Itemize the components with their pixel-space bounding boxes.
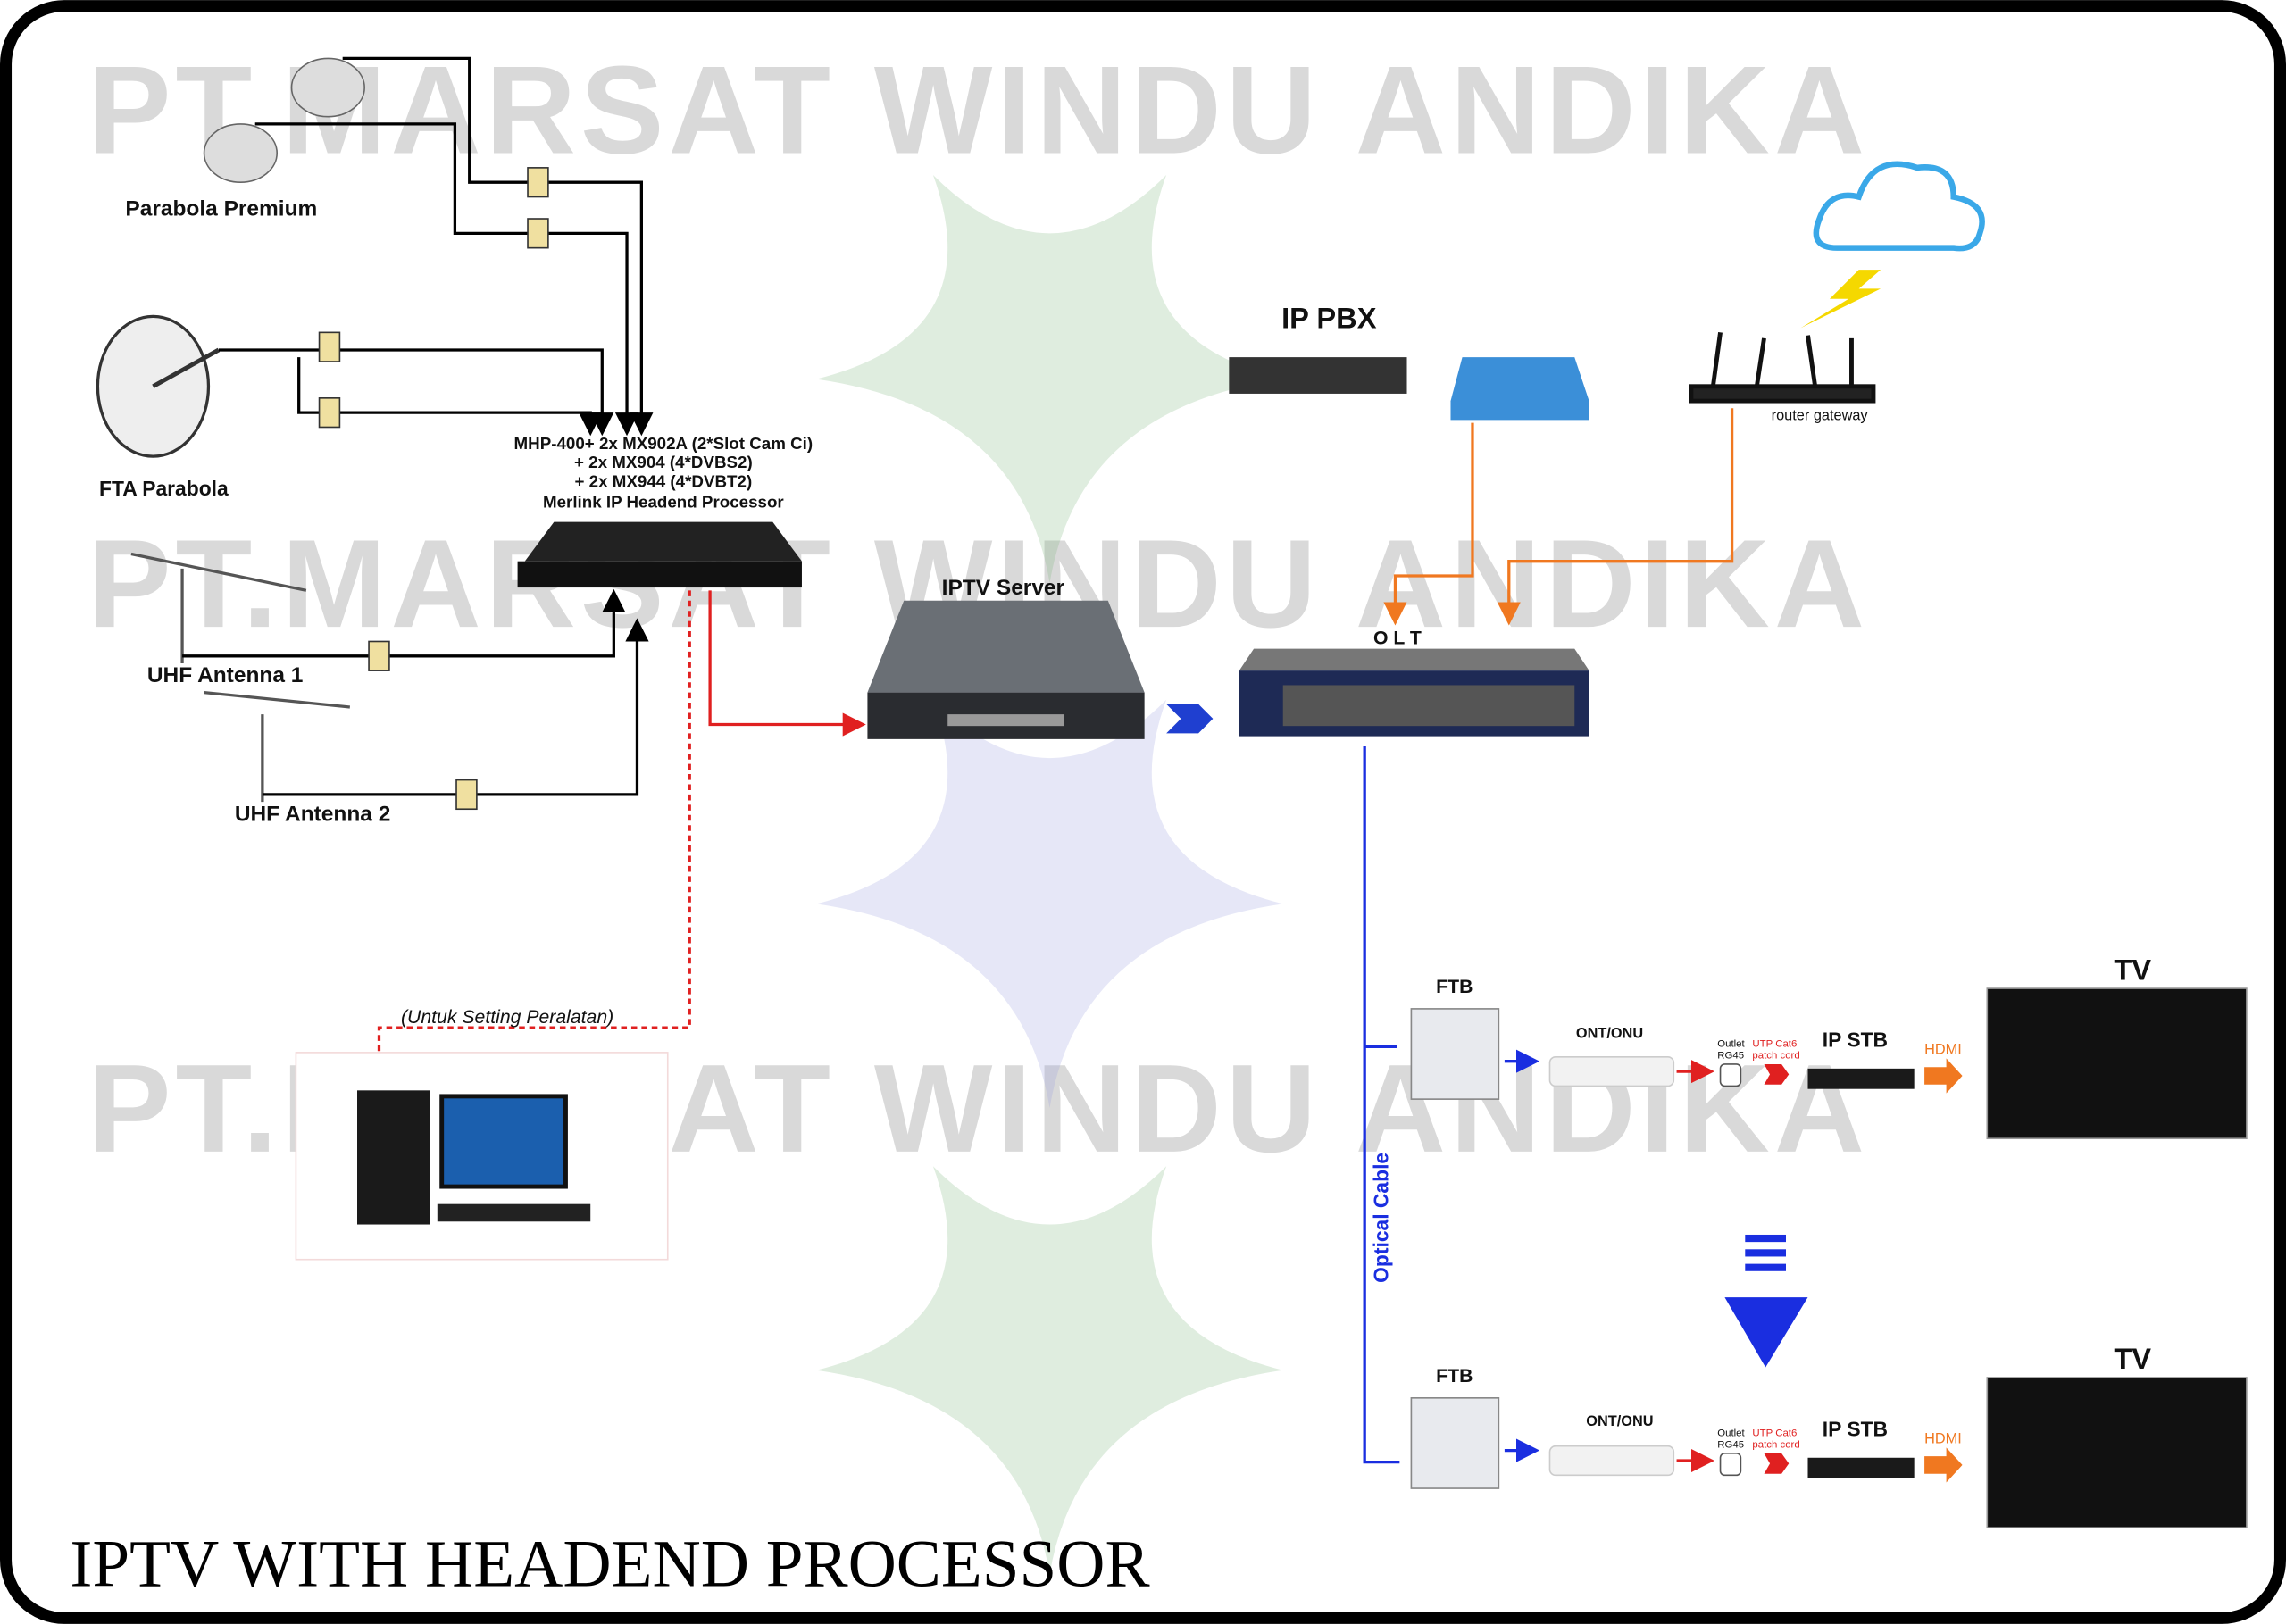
hdmi-label: HDMI (1924, 1042, 1962, 1058)
patch-cord-arrow (1764, 1063, 1790, 1085)
parabola-premium-label: Parabola Premium (125, 197, 317, 221)
server-to-olt-arrow (1166, 704, 1214, 734)
patch-cord-arrow (1764, 1453, 1790, 1474)
iptv-server (867, 600, 1145, 739)
tv (1986, 987, 2248, 1140)
lightning-icon (1800, 270, 1881, 329)
router-gateway (1689, 332, 1876, 404)
ip-pbx (1229, 357, 1407, 394)
tv-label: TV (2114, 953, 2151, 986)
outlet-label: Outlet (1717, 1038, 1745, 1049)
router-gateway-label: router gateway (1772, 407, 1869, 423)
outlet-label: Outlet (1717, 1428, 1745, 1438)
outlet-rg45 (1719, 1063, 1742, 1087)
watermark: PT.MARSAT WINDU ANDIKA (88, 40, 1869, 180)
optical-cable-label: Optical Cable (1369, 1153, 1392, 1283)
svg-text:MHP-400+ 2x MX902A (2*Slot Cam: MHP-400+ 2x MX902A (2*Slot Cam Ci) (514, 434, 813, 453)
svg-text:Merlink IP Headend Processor: Merlink IP Headend Processor (543, 492, 784, 511)
hdmi-arrow (1924, 1447, 1963, 1483)
splitters (318, 167, 549, 811)
ont-onu (1548, 1055, 1675, 1087)
ont-onu (1548, 1445, 1675, 1477)
lan-cable-headend-server (708, 590, 866, 737)
network-switch (1450, 357, 1589, 421)
ftb (1410, 1397, 1500, 1489)
fta-parabola-label: FTA Parabola (99, 477, 229, 500)
parabola-premium-dish (203, 57, 365, 184)
fta-parabola-dish (96, 314, 221, 458)
down-arrow-icon (1724, 1234, 1808, 1368)
outlet-rg45 (1719, 1453, 1742, 1477)
computer (295, 1052, 669, 1261)
patch-label: patch cord (1752, 1439, 1799, 1450)
olt (1239, 648, 1589, 737)
ip-stb-label: IP STB (1823, 1028, 1888, 1051)
iptv-server-label: IPTV Server (942, 576, 1065, 600)
uplink-router-olt (1497, 408, 1734, 626)
uplink-switch-olt (1383, 422, 1474, 626)
branch-2: FTB ONT/ONU Outlet RG45 UTP Cat6 patch c… (1410, 1342, 2248, 1528)
olt-label: O L T (1373, 629, 1422, 649)
ont-label: ONT/ONU (1576, 1026, 1643, 1042)
ip-stb (1807, 1457, 1915, 1478)
patch-label: patch cord (1752, 1050, 1799, 1061)
uhf-antenna-2-label: UHF Antenna 2 (235, 802, 390, 826)
pc-note: (Untuk Setting Peralatan) (401, 1007, 613, 1028)
tv (1986, 1377, 2248, 1528)
cloud-icon (1813, 161, 1985, 252)
ont-label: ONT/ONU (1586, 1413, 1653, 1429)
hdmi-label: HDMI (1924, 1430, 1962, 1446)
watermark-logo (816, 175, 1283, 1575)
headend-processor (517, 521, 802, 588)
outlet-label: RG45 (1717, 1050, 1744, 1061)
uhf-antenna-1-label: UHF Antenna 1 (147, 663, 303, 687)
optical-cable (1363, 746, 1400, 1464)
signal-cables (182, 56, 654, 796)
ip-stb-label: IP STB (1823, 1417, 1888, 1440)
ip-stb (1807, 1068, 1915, 1089)
uhf-antenna-1 (130, 552, 307, 663)
uhf-antenna-2 (204, 690, 350, 803)
branch-1: FTB ONT/ONU Outlet RG45 UTP Cat6 patch c… (1410, 953, 2248, 1140)
ftb-label: FTB (1436, 1366, 1473, 1387)
ftb (1410, 1008, 1500, 1100)
svg-text:+ 2x MX904 (4*DVBS2): + 2x MX904 (4*DVBS2) (574, 453, 753, 471)
outlet-label: RG45 (1717, 1439, 1744, 1450)
ftb-label: FTB (1436, 977, 1473, 997)
tv-label: TV (2114, 1342, 2151, 1375)
headend-label: MHP-400+ 2x MX902A (2*Slot Cam Ci) + 2x … (514, 434, 813, 511)
patch-label: UTP Cat6 (1752, 1428, 1797, 1438)
svg-text:+ 2x MX944 (4*DVBT2): + 2x MX944 (4*DVBT2) (575, 471, 753, 490)
diagram-title: IPTV WITH HEADEND PROCESSOR (70, 1527, 1149, 1601)
ip-pbx-label: IP PBX (1281, 301, 1377, 334)
patch-label: UTP Cat6 (1752, 1038, 1797, 1049)
